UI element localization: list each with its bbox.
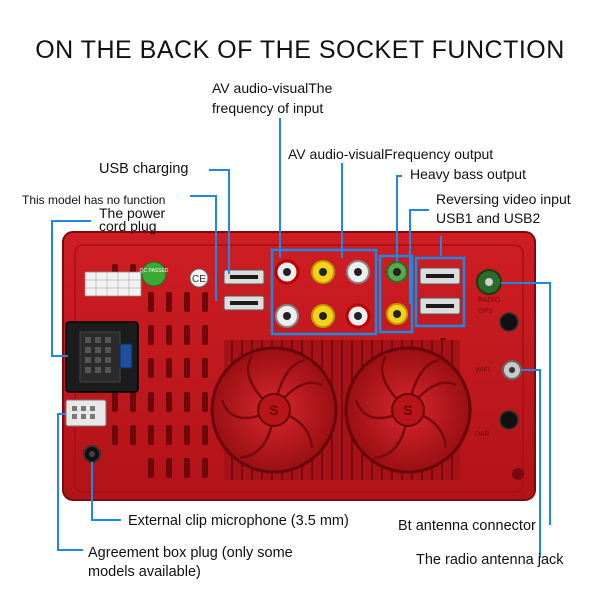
label-av-output: AV audio-visualFrequency output [288,146,494,162]
usb1-usb2-ports [419,267,461,315]
label-reversing-video: Reversing video input USB1 and USB2 [436,191,571,226]
svg-text:S: S [403,402,412,418]
label-usb-charging: USB charging [99,161,189,177]
power-cord-plug [65,321,139,393]
label-no-function: This model has no function [22,193,166,207]
ce-mark: CE [189,268,209,288]
label-external-mic: External clip microphone (3.5 mm) [128,513,349,529]
cooling-fan-left: S [210,346,338,474]
subwoofer-rca [386,261,408,283]
label-heavy-bass: Heavy bass output [410,166,526,182]
gps-jack [476,269,502,295]
label-sticker [84,271,142,297]
label-power-cord: The power cord plug [99,205,166,234]
wifi-antenna-jack [502,360,522,380]
qc-text: QC PASSED [140,268,169,274]
label-agreement-box: Agreement box plug (only some models ava… [88,545,293,580]
fm-am-jack [499,312,519,332]
dab-marking: DAB [475,431,490,438]
label-av-input: AV audio-visualThe frequency of input [212,80,333,116]
radio-marking: RADIO [478,297,501,304]
panel-screw [512,468,524,480]
label-radio-antenna: The radio antenna jack [416,552,564,568]
reversing-video-rca [386,303,408,325]
leader-lines [51,118,551,558]
cooling-fan-right: S [344,346,472,474]
microphone-jack [83,445,101,463]
page-title: ON THE BACK OF THE SOCKET FUNCTION [35,36,565,64]
wifi-marking: WIFI [475,367,490,374]
rca-jacks [274,259,371,329]
gps-marking: GPS [478,308,493,315]
usb-charging-ports [223,269,265,311]
label-bt-antenna: Bt antenna connector [398,518,536,534]
agreement-box-plug [65,399,107,427]
ce-text: CE [192,274,206,285]
svg-text:S: S [269,402,278,418]
dab-jack [499,410,519,430]
qc-passed-sticker: QC PASSED [140,261,169,287]
